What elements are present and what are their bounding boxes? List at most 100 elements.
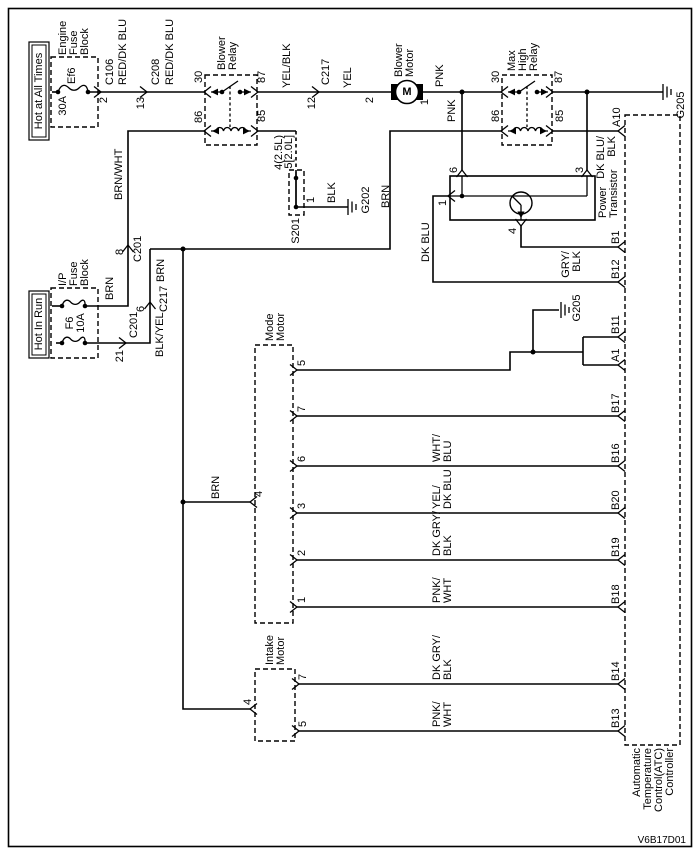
c201-8-name: C201 xyxy=(132,236,144,262)
c106-connector-icon xyxy=(93,85,103,99)
power-transistor-label-1: Power xyxy=(597,186,609,218)
wire-label-blk: BLK xyxy=(326,182,338,203)
ip-fuse-name: F6 xyxy=(64,317,76,330)
blower-motor-pin-1: 1 xyxy=(419,99,431,105)
wire-label-brn-2: BRN xyxy=(155,259,167,282)
c106-name: C106 xyxy=(104,59,116,85)
intake-motor-label-2: Motor xyxy=(275,637,287,665)
wire-label-blk-yel: BLK/YEL xyxy=(154,312,166,357)
blower-relay-label-1: Blower xyxy=(216,36,228,70)
wire-label-yel-blk: YEL/BLK xyxy=(281,43,293,88)
wire-label-gry-blk-1: GRY/ xyxy=(560,250,572,278)
c208-name: C208 xyxy=(150,59,162,85)
atc-pin-b20: B20 xyxy=(610,490,622,510)
mode-motor-pin-3: 3 xyxy=(296,503,308,509)
engine-fuse-name: Ef6 xyxy=(66,67,78,84)
atc-pin-b16: B16 xyxy=(610,443,622,463)
intake-motor-pin-4: 4 xyxy=(242,699,254,705)
wire-label-wht-blu-1: WHT/ xyxy=(431,433,443,462)
wire-label-red-dk-blu-1: RED/DK BLU xyxy=(117,19,129,85)
ground-g205-top-icon xyxy=(662,84,672,100)
max-relay-label-2: High xyxy=(517,48,529,71)
wire-label-pnk-2: PNK xyxy=(446,99,458,122)
atc-pin-b19: B19 xyxy=(610,537,622,557)
ip-fuse-block-label-1: I/P xyxy=(57,273,69,286)
wire-label-dk-blu: DK BLU xyxy=(420,222,432,262)
diagram-id: V6B17D01 xyxy=(638,835,687,846)
wire-label-dk-gry-blk-m1: DK GRY/ xyxy=(431,510,443,556)
blower-motor-label-1: Blower xyxy=(393,43,405,77)
mode-motor-pin-4: 4 xyxy=(253,491,265,497)
mode-motor-box xyxy=(254,344,294,624)
wire-label-dk-blu-blk-2: BLK xyxy=(606,135,618,156)
max-relay-pin-85: 85 xyxy=(554,110,566,122)
c217-12-name: C217 xyxy=(320,59,332,85)
ip-fuse-block-label-3: Block xyxy=(79,259,91,286)
ip-fuse-block-label-2: Fuse xyxy=(68,262,80,286)
blower-relay-box xyxy=(204,74,258,146)
atc-label-3: Control(ATC) xyxy=(653,748,665,812)
ground-g202-icon xyxy=(347,199,357,215)
engine-fuse-block-label-3: Block xyxy=(79,28,91,55)
labels: Hot at All Times Hot In Run Engine Fuse … xyxy=(33,19,687,846)
c217-12-pin: 12 xyxy=(306,97,318,109)
transistor-pin-3: 3 xyxy=(574,167,586,173)
mode-motor-pin-2: 2 xyxy=(296,550,308,556)
terminal-chevrons xyxy=(93,85,626,738)
intake-motor-label-1: Intake xyxy=(264,635,276,665)
max-relay-pin-87: 87 xyxy=(553,71,565,83)
atc-pin-b12: B12 xyxy=(610,259,622,279)
s201-label: S201 xyxy=(290,218,302,244)
wire-label-yel: YEL xyxy=(342,67,354,88)
ground-g202-label: G202 xyxy=(360,187,372,214)
wire-label-yel-dk-blu-2: DK BLU xyxy=(442,469,454,509)
blower-relay-pin-85: 85 xyxy=(256,110,268,122)
hot-in-run-label: Hot In Run xyxy=(33,298,45,351)
atc-pin-a1: A1 xyxy=(610,349,622,362)
blower-relay-label-2: Relay xyxy=(227,41,239,70)
c201-8-pin: 8 xyxy=(114,249,126,255)
c217-6-pin: 6 xyxy=(135,306,147,312)
intake-motor-pin-7: 7 xyxy=(297,674,309,680)
wire-label-red-dk-blu-2: RED/DK BLU xyxy=(164,19,176,85)
c217-6-name: C217 xyxy=(158,286,170,312)
hot-in-run-plate xyxy=(28,290,50,359)
ground-g205-top-label: G205 xyxy=(675,92,687,119)
ip-fuse-rating: 10A xyxy=(75,313,87,333)
blower-relay-pin-30: 30 xyxy=(193,71,205,83)
atc-controller-box xyxy=(624,114,681,746)
power-transistor-internals xyxy=(450,176,588,220)
blower-motor-pin-2: 2 xyxy=(364,97,376,103)
wire-label-brn-1: BRN xyxy=(104,277,116,300)
atc-pin-b14: B14 xyxy=(610,661,622,681)
max-high-relay-box xyxy=(501,74,553,146)
c217-12-connector-icon xyxy=(311,85,321,99)
wire-label-dk-blu-blk-1: DK BLU/ xyxy=(595,135,607,179)
wire-label-pnk-wht-m2: WHT xyxy=(442,578,454,603)
c201-21-name: C201 xyxy=(128,312,140,338)
intake-motor-pin-5: 5 xyxy=(297,721,309,727)
atc-pin-b17: B17 xyxy=(610,393,622,413)
engine-fuse-rating: 30A xyxy=(57,95,69,115)
c201-8-connector-icon xyxy=(121,243,135,253)
wire-label-dk-gry-blk-i2: BLK xyxy=(442,659,454,680)
mode-motor-pin-7: 7 xyxy=(296,406,308,412)
transistor-pin-4: 4 xyxy=(507,228,519,234)
engine-fuse-block-box xyxy=(50,56,99,128)
atc-label-4: Controller xyxy=(664,748,676,796)
wire-label-pnk-wht-i1: PNK/ xyxy=(431,700,443,727)
atc-pin-b1: B1 xyxy=(610,231,622,244)
atc-pin-b13: B13 xyxy=(610,708,622,728)
max-high-relay-internals xyxy=(508,80,548,135)
hot-at-all-times-plate xyxy=(28,41,50,141)
max-relay-label-1: Max xyxy=(506,50,518,71)
c106-pin: 2 xyxy=(98,97,110,103)
s201-splice-box xyxy=(288,169,305,216)
wire-label-yel-dk-blu-1: YEL/ xyxy=(431,484,443,509)
wire-label-dk-gry-blk-m2: BLK xyxy=(442,535,454,556)
power-transistor-label-2: Transistor xyxy=(608,169,620,218)
wire-label-pnk-wht-m1: PNK/ xyxy=(431,576,443,603)
engine-fuse-block-label-1: Engine xyxy=(57,21,69,55)
